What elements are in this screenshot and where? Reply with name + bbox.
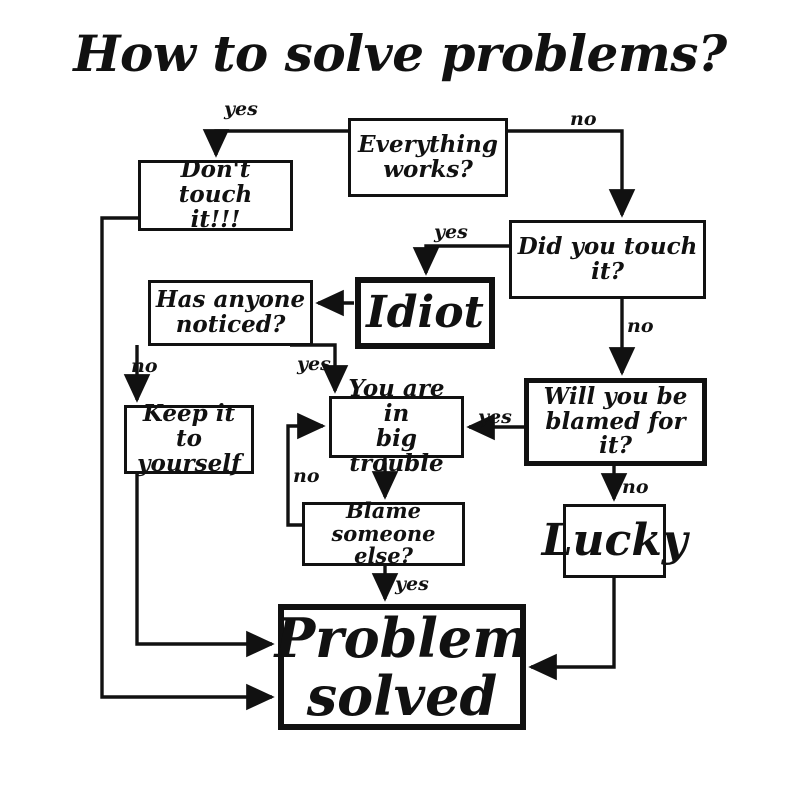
edge-label-works-no: no xyxy=(570,108,597,130)
edge-label-noticed-no: no xyxy=(131,355,158,377)
line-2: else? xyxy=(354,543,413,569)
edge-label-touch-yes: yes xyxy=(434,221,468,243)
line-1: Don't touch xyxy=(178,156,253,209)
node-has-anyone-noticed-text: Has anyone noticed? xyxy=(155,286,306,338)
line-1: Blame someone xyxy=(331,498,436,546)
edge-label-blamed-no: no xyxy=(622,476,649,498)
node-you-are-in-big-trouble[interactable]: You are in big trouble xyxy=(329,376,464,476)
node-problem-solved[interactable]: Problem solved xyxy=(275,604,529,730)
node-idiot[interactable]: Idiot xyxy=(355,277,495,349)
node-everything-works-text: Everything works? xyxy=(358,130,498,183)
line-2: works? xyxy=(383,155,473,183)
line-2: solved xyxy=(306,664,498,728)
edge-label-touch-no: no xyxy=(627,315,654,337)
line-1: You are in xyxy=(348,375,445,428)
node-did-you-touch-it-text: Did you touch it? xyxy=(517,232,698,285)
node-dont-touch-it[interactable]: Don't touch it!!! xyxy=(138,156,293,233)
node-you-are-in-big-trouble-text: You are in big trouble xyxy=(336,375,457,477)
node-problem-solved-text: Problem solved xyxy=(275,609,530,726)
node-will-you-be-blamed-text: Will you be blamed for it? xyxy=(533,382,698,460)
line-1: Will you be xyxy=(543,382,688,410)
line-1: Problem xyxy=(274,605,530,670)
edge-label-works-yes: yes xyxy=(224,98,258,120)
node-idiot-text: Idiot xyxy=(366,287,484,339)
node-keep-it-to-yourself-text: Keep it to yourself xyxy=(131,400,247,477)
edge-donttouch-to-solved xyxy=(100,216,275,711)
edge-label-noticed-yes: yes xyxy=(297,353,331,375)
node-keep-it-to-yourself[interactable]: Keep it to yourself xyxy=(124,400,254,477)
line-1: Has anyone xyxy=(155,286,306,314)
page-title: How to solve problems? xyxy=(73,24,727,83)
line-2: blamed for it? xyxy=(545,407,686,460)
line-2: noticed? xyxy=(175,311,286,338)
line-2: to yourself xyxy=(137,425,241,477)
edge-label-blame-loop-no: no xyxy=(293,465,320,487)
node-blame-someone-else[interactable]: Blame someone else? xyxy=(302,498,465,569)
node-lucky-text: Lucky xyxy=(541,515,688,567)
line-1: Everything xyxy=(358,130,498,158)
line-1: Keep it xyxy=(142,400,236,428)
edge-keep-to-solved xyxy=(135,473,275,658)
node-lucky[interactable]: Lucky xyxy=(542,504,687,578)
edge-blame-no-loop xyxy=(286,412,326,527)
node-dont-touch-it-text: Don't touch it!!! xyxy=(145,156,286,233)
node-will-you-be-blamed[interactable]: Will you be blamed for it? xyxy=(524,378,707,466)
edge-label-blame-yes: yes xyxy=(395,573,429,595)
edge-touch-yes xyxy=(412,244,509,276)
line-1: Did you touch xyxy=(517,232,698,260)
edge-works-yes xyxy=(202,129,348,158)
edge-label-blamed-yes: yes xyxy=(478,406,512,428)
edge-works-no xyxy=(508,129,636,218)
line-2: big trouble xyxy=(349,425,444,477)
edge-lucky-to-solved xyxy=(528,578,616,681)
line-2: it? xyxy=(591,257,624,285)
node-blame-someone-else-text: Blame someone else? xyxy=(309,498,458,569)
node-everything-works[interactable]: Everything works? xyxy=(348,118,508,197)
node-did-you-touch-it[interactable]: Did you touch it? xyxy=(509,220,706,299)
line-2: it!!! xyxy=(190,205,241,233)
node-has-anyone-noticed[interactable]: Has anyone noticed? xyxy=(148,280,313,346)
